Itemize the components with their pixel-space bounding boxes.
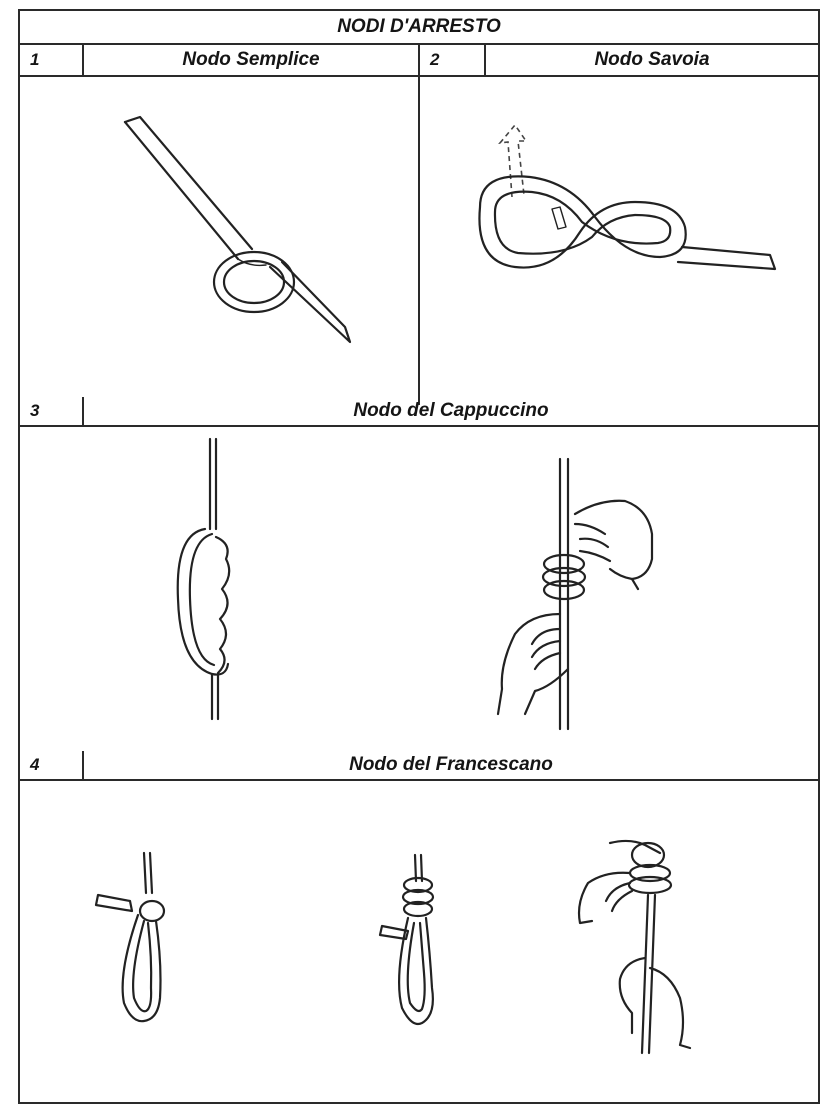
section-4-number: 4 xyxy=(20,751,84,779)
section-1-label: Nodo Semplice xyxy=(84,45,418,75)
section-4-panel xyxy=(20,783,818,1093)
section-3-header: 3 Nodo del Cappuccino xyxy=(20,397,818,427)
section-1-panel xyxy=(20,77,418,397)
section-3-label: Nodo del Cappuccino xyxy=(84,397,818,425)
section-1-number: 1 xyxy=(20,45,84,75)
section-2-label: Nodo Savoia xyxy=(486,45,818,75)
franciscan-knot-wraps-drawing xyxy=(380,855,433,1024)
hands-tying-franciscan-drawing xyxy=(579,841,690,1053)
hands-tying-capuchin-drawing xyxy=(498,459,652,729)
capuchin-knot-drawings xyxy=(20,429,818,749)
sheet-title-bar: NODI D'ARRESTO xyxy=(20,11,818,45)
section-1-header: 1 Nodo Semplice xyxy=(20,45,418,77)
section-3-panel xyxy=(20,429,818,749)
overhand-knot-drawing xyxy=(20,77,418,397)
section-2-panel xyxy=(420,77,818,397)
capuchin-knot-drawing xyxy=(178,439,229,719)
section-4-header: 4 Nodo del Francescano xyxy=(20,751,818,781)
franciscan-knot-loop-drawing xyxy=(96,853,164,1021)
section-2-number: 2 xyxy=(420,45,486,75)
figure-eight-knot-drawing xyxy=(420,77,818,397)
franciscan-knot-drawings xyxy=(20,783,818,1093)
section-2-header: 2 Nodo Savoia xyxy=(420,45,818,77)
knots-sheet: NODI D'ARRESTO 1 Nodo Semplice 2 Nodo Sa… xyxy=(18,9,820,1104)
section-3-number: 3 xyxy=(20,397,84,425)
sheet-title: NODI D'ARRESTO xyxy=(337,16,501,38)
section-4-label: Nodo del Francescano xyxy=(84,751,818,779)
